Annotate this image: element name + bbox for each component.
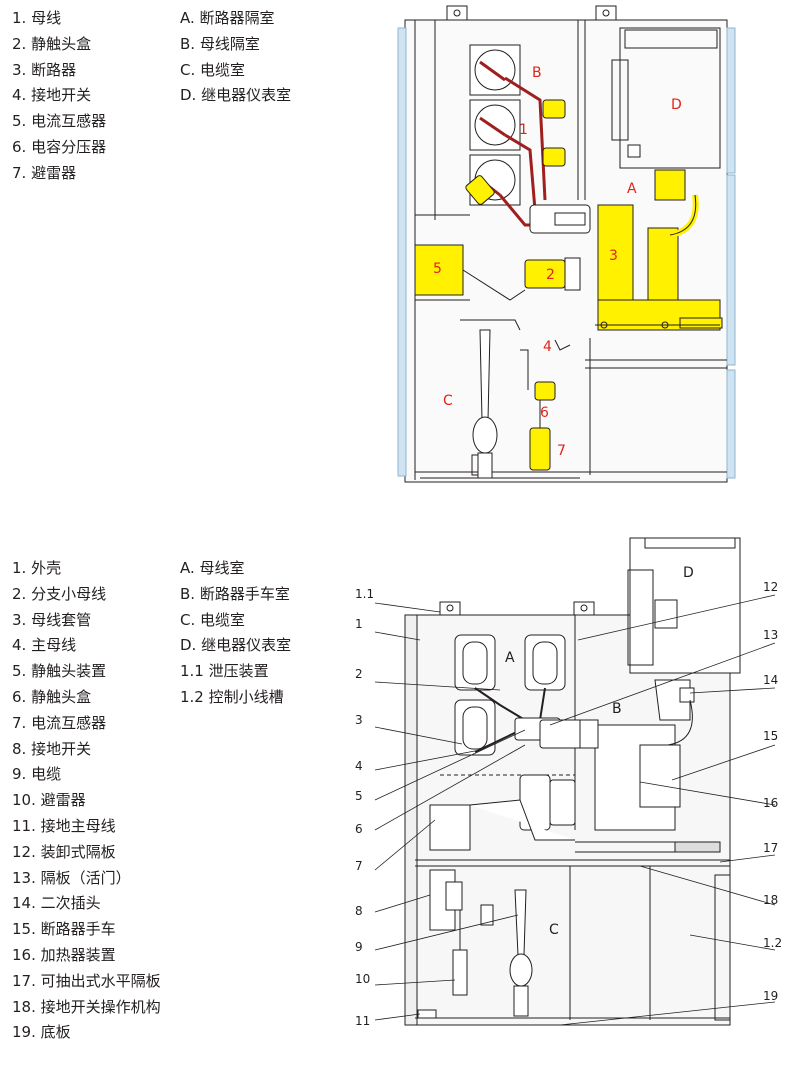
callout-18: 18	[763, 893, 778, 907]
legend-item: 4. 接地开关	[12, 86, 92, 105]
callout-1: 1	[355, 617, 363, 631]
bottom-ct	[429, 774, 576, 851]
legend-item: C. 电缆室	[180, 60, 246, 79]
bottom-static-contact	[514, 717, 599, 749]
legend-item: D. 继电器仪表室	[180, 636, 292, 655]
bottom-legend-components: 1. 外壳 2. 分支小母线 3. 母线套管 4. 主母线 5. 静触头装置 6…	[12, 556, 161, 1046]
callout-16: 16	[763, 796, 778, 810]
top-label-3: 3	[609, 248, 618, 264]
callout-15: 15	[763, 729, 778, 743]
top-label-7: 7	[557, 443, 566, 459]
callout-17: 17	[763, 841, 778, 855]
legend-item: 7. 避雷器	[12, 163, 77, 182]
legend-item: 6. 静触头盒	[12, 687, 92, 706]
top-breaker	[597, 169, 723, 331]
callout-14: 14	[763, 673, 778, 687]
callout-13: 13	[763, 628, 778, 642]
top-label-A: A	[627, 181, 637, 197]
bottom-label-A: A	[505, 650, 515, 666]
top-label-B: B	[532, 65, 542, 81]
legend-item: 7. 电流互感器	[12, 713, 107, 732]
bottom-label-D: D	[683, 565, 694, 581]
bottom-lower-components	[417, 869, 533, 1019]
top-legend-components: 1. 母线 2. 静触头盒 3. 断路器 4. 接地开关 5. 电流互感器 6.…	[12, 6, 106, 187]
callout-19: 19	[763, 989, 778, 1003]
legend-item: B. 断路器手车室	[180, 584, 290, 603]
legend-item: 1. 母线	[12, 9, 62, 27]
callout-10: 10	[355, 972, 370, 986]
legend-item: A. 母线室	[180, 559, 245, 577]
top-insulators	[465, 99, 566, 205]
legend-item: 10. 避雷器	[12, 791, 86, 810]
legend-item: 16. 加热器装置	[12, 945, 116, 964]
bottom-legend-compartments: A. 母线室 B. 断路器手车室 C. 电缆室 D. 继电器仪表室 1.1 泄压…	[180, 556, 291, 711]
callout-11: 11	[355, 1014, 370, 1028]
legend-item: 14. 二次插头	[12, 894, 101, 913]
legend-item: 13. 隔板（活门）	[12, 868, 131, 887]
legend-item: A. 断路器隔室	[180, 9, 275, 27]
callout-1-2: 1.2	[763, 936, 782, 950]
callout-4: 4	[355, 759, 363, 773]
legend-item: 12. 装卸式隔板	[12, 842, 116, 861]
legend-item: 19. 底板	[12, 1023, 71, 1042]
top-static-contact	[524, 257, 581, 291]
callout-7: 7	[355, 859, 363, 873]
legend-item: 3. 断路器	[12, 60, 77, 79]
bottom-leader-lines	[374, 594, 776, 1026]
top-label-5: 5	[433, 261, 442, 277]
top-label-6: 6	[540, 405, 549, 421]
top-legend-compartments: A. 断路器隔室 B. 母线隔室 C. 电缆室 D. 继电器仪表室	[180, 6, 291, 109]
legend-item: 11. 接地主母线	[12, 816, 116, 835]
callout-6: 6	[355, 822, 363, 836]
legend-item: 6. 电容分压器	[12, 137, 107, 156]
legend-item: C. 电缆室	[180, 610, 246, 629]
top-lower-components	[529, 381, 556, 471]
legend-item: 2. 静触头盒	[12, 34, 92, 53]
top-label-D: D	[671, 97, 682, 113]
callout-9: 9	[355, 940, 363, 954]
top-branch-bus	[460, 269, 571, 390]
callout-8: 8	[355, 904, 363, 918]
callout-3: 3	[355, 713, 363, 727]
top-current-transformer	[414, 244, 464, 296]
top-label-4: 4	[543, 339, 552, 355]
top-label-1: 1	[519, 122, 528, 138]
top-cable	[472, 329, 498, 479]
callout-5: 5	[355, 789, 363, 803]
legend-item: B. 母线隔室	[180, 34, 260, 53]
callout-1-1: 1.1	[355, 587, 374, 601]
legend-item: 5. 电流互感器	[12, 112, 107, 131]
legend-item: 5. 静触头装置	[12, 662, 107, 681]
top-cabinet	[397, 5, 736, 483]
top-contact-box	[529, 204, 591, 234]
bottom-bushings	[454, 634, 566, 756]
bottom-label-C: C	[549, 922, 559, 938]
top-bushings	[469, 44, 521, 206]
legend-item: 1.1 泄压装置	[180, 662, 269, 681]
legend-item: 1. 外壳	[12, 559, 62, 577]
legend-item: 17. 可抽出式水平隔板	[12, 971, 161, 990]
top-breaker-details	[595, 321, 720, 329]
legend-item: 3. 母线套管	[12, 610, 92, 629]
legend-item: 9. 电缆	[12, 765, 62, 784]
bottom-label-B: B	[612, 701, 622, 717]
legend-item: D. 继电器仪表室	[180, 86, 292, 105]
legend-item: 2. 分支小母线	[12, 584, 107, 603]
callout-2: 2	[355, 667, 363, 681]
legend-item: 15. 断路器手车	[12, 920, 116, 939]
legend-item: 4. 主母线	[12, 636, 77, 655]
legend-item: 8. 接地开关	[12, 739, 92, 758]
top-label-C: C	[443, 393, 453, 409]
legend-item: 18. 接地开关操作机构	[12, 997, 161, 1016]
top-label-2: 2	[546, 267, 555, 283]
legend-item: 1.2 控制小线槽	[180, 687, 284, 706]
callout-12: 12	[763, 580, 778, 594]
